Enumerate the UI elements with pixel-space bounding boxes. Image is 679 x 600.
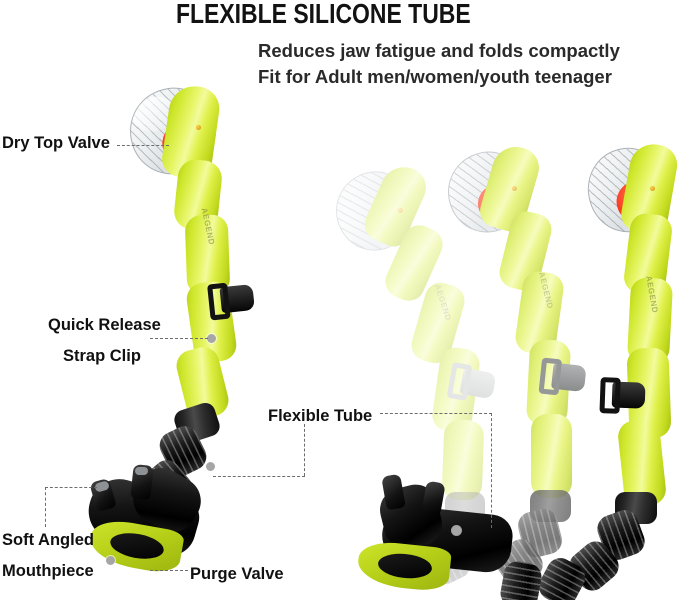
callout-soft-angled: Soft Angled [2, 531, 94, 549]
leader-flexible-tube-right-v [491, 413, 492, 528]
ghost3-clip-loop [599, 377, 621, 414]
ghost3-valve-pin-icon [650, 186, 655, 191]
flex-tube-anchor-dot [206, 462, 215, 471]
leader-flexible-tube-left-v [304, 424, 305, 476]
soft-angled-mouthpiece [62, 459, 232, 582]
right-flex-anchor-dot [452, 526, 461, 535]
leader-purge-valve [150, 570, 188, 571]
callout-quick-release: Quick Release [48, 316, 161, 334]
ghost2-tube-4 [531, 414, 572, 498]
leader-dry-top-valve [117, 145, 169, 146]
ghost3-strap-clip [599, 377, 650, 419]
bite-tab-right-tip [135, 467, 148, 475]
right-soft-angled-mouthpiece [352, 470, 542, 600]
subtitle-line-2: Fit for Adult men/women/youth teenager [258, 66, 612, 87]
strap-clip-anchor-dot [207, 334, 216, 343]
leader-mouthpiece-v [45, 487, 46, 527]
page-title: FLEXIBLE SILICONE TUBE [176, 0, 471, 29]
leader-mouthpiece-h [45, 487, 97, 488]
subtitle-block: Reduces jaw fatigue and folds compactly … [258, 38, 620, 90]
callout-dry-top-valve: Dry Top Valve [2, 134, 110, 152]
subtitle-line-1: Reduces jaw fatigue and folds compactly [258, 40, 620, 61]
leader-flexible-tube-right-h [380, 413, 492, 414]
main-snorkel: AEGEND [0, 0, 300, 600]
leader-strap-clip [150, 338, 208, 339]
callout-flexible-tube: Flexible Tube [268, 407, 373, 425]
callout-strap-clip: Strap Clip [63, 347, 141, 365]
ghost2-valve-pin-icon [512, 186, 517, 191]
callout-purge-valve: Purge Valve [190, 565, 284, 583]
callout-mouthpiece: Mouthpiece [2, 562, 94, 580]
purge-valve-anchor-dot [106, 556, 115, 565]
leader-flexible-tube-left-h [213, 476, 305, 477]
valve-pin-icon [196, 125, 201, 130]
ghost1-valve-pin-icon [398, 208, 403, 213]
